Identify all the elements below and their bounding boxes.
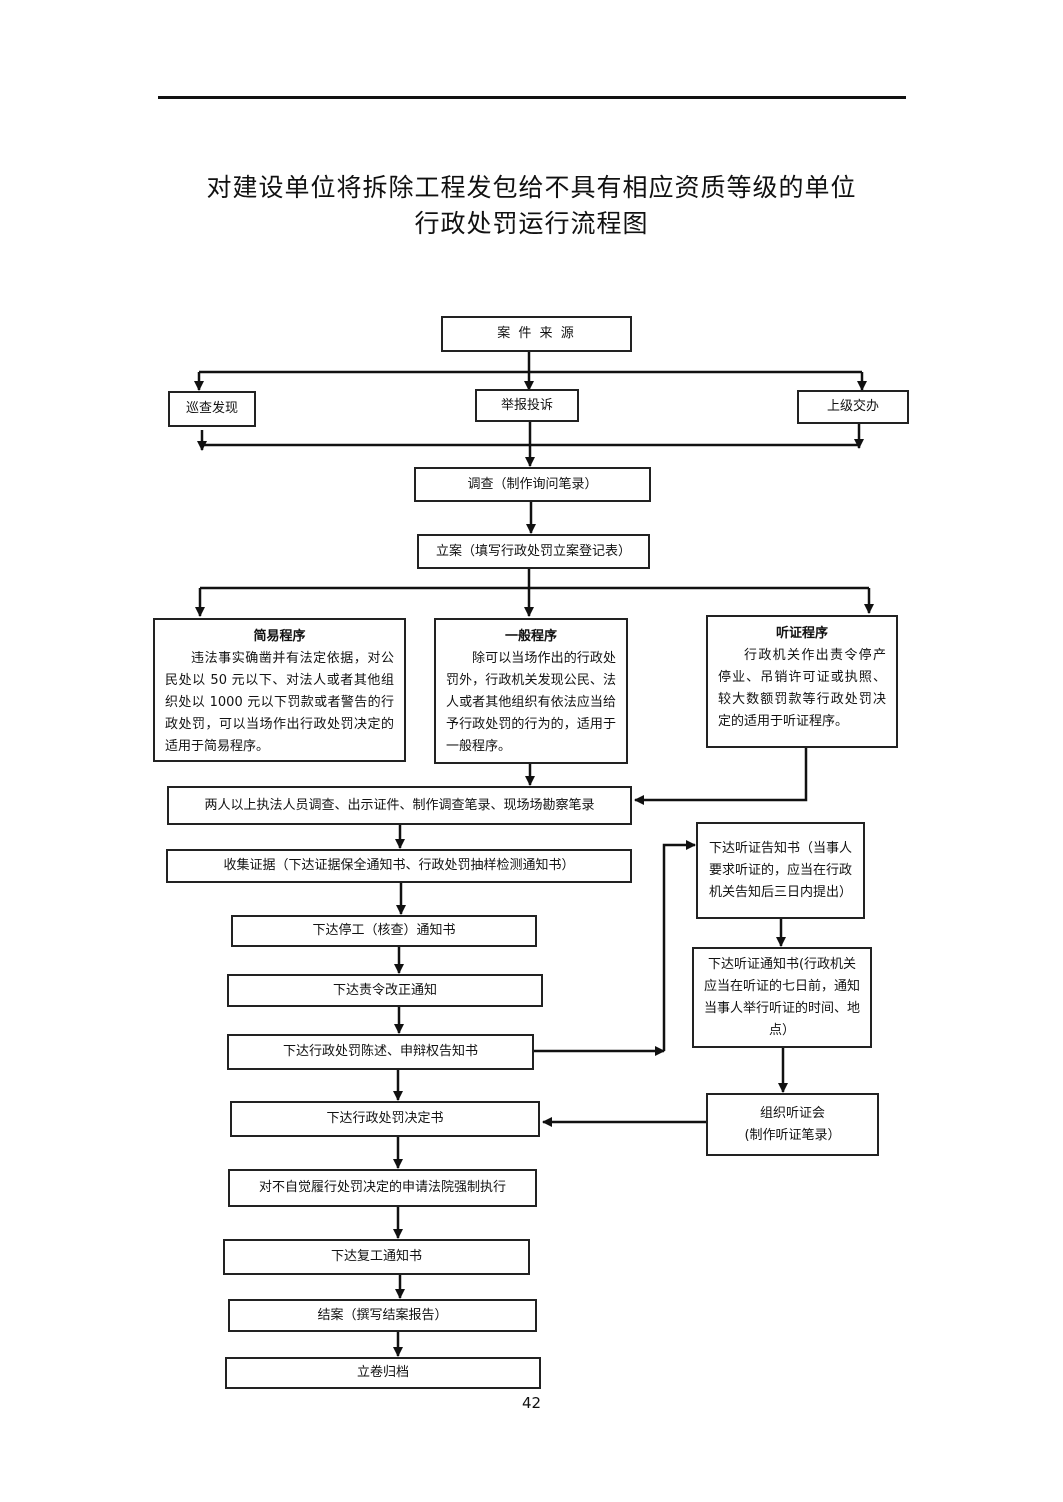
header-rule	[158, 96, 906, 99]
general-procedure-box: 一般程序 除可以当场作出的行政处罚外，行政机关发现公民、法人或者其他组织有依法应…	[434, 618, 628, 764]
arrow-to-hearing-notice-right	[662, 840, 696, 1051]
patrol-box: 巡查发现	[168, 391, 256, 427]
arrow-hearing-to-two-officers	[634, 748, 808, 805]
correct-order-box: 下达责令改正通知	[227, 974, 543, 1007]
hearing-procedure-text: 行政机关作出责令停产停业、吊销许可证或执照、较大数额罚款等行政处罚决定的适用于听…	[718, 648, 886, 729]
hearing-right-notice-box: 下达听证告知书（当事人要求听证的，应当在行政机关告知后三日内提出）	[696, 822, 865, 919]
title-line-1: 对建设单位将拆除工程发包给不具有相应资质等级的单位	[206, 173, 857, 202]
simple-procedure-text: 违法事实确凿并有法定依据，对公民处以 50 元以下、对法人或者其他组织处以 10…	[165, 651, 394, 754]
enforce-box: 对不自觉履行处罚决定的申请法院强制执行	[228, 1169, 537, 1207]
hearing-procedure-heading: 听证程序	[775, 626, 828, 641]
title-line-2: 行政处罚运行流程图	[414, 209, 649, 238]
simple-procedure-box: 简易程序 违法事实确凿并有法定依据，对公民处以 50 元以下、对法人或者其他组织…	[153, 618, 406, 762]
hearing-notice-box: 下达听证通知书(行政机关应当在听证的七日前，通知当事人举行听证的时间、地点）	[692, 947, 872, 1048]
stop-work-box: 下达停工（核查）通知书	[231, 915, 537, 947]
collect-evidence-box: 收集证据（下达证据保全通知书、行政处罚抽样检测通知书）	[166, 849, 632, 883]
investigate-box: 调查（制作询问笔录）	[414, 467, 651, 502]
resume-work-box: 下达复工通知书	[223, 1239, 530, 1275]
register-box: 立案（填写行政处罚立案登记表）	[417, 534, 650, 569]
archive-box: 立卷归档	[225, 1357, 541, 1389]
page-number: 42	[521, 1394, 542, 1412]
hearing-meeting-box: 组织听证会 (制作听证笔录）	[706, 1093, 879, 1156]
simple-procedure-heading: 简易程序	[253, 629, 306, 644]
statement-notice-box: 下达行政处罚陈述、申辩权告知书	[227, 1034, 534, 1070]
general-procedure-heading: 一般程序	[504, 629, 557, 644]
case-source-box: 案 件 来 源	[441, 316, 632, 352]
two-officers-box: 两人以上执法人员调查、出示证件、制作调查笔录、现场场勘察笔录	[167, 786, 632, 825]
report-box: 举报投诉	[475, 389, 579, 422]
close-case-box: 结案（撰写结案报告）	[228, 1299, 537, 1332]
decision-box: 下达行政处罚决定书	[230, 1101, 540, 1137]
superior-box: 上级交办	[797, 390, 909, 424]
hearing-procedure-box: 听证程序 行政机关作出责令停产停业、吊销许可证或执照、较大数额罚款等行政处罚决定…	[706, 615, 898, 748]
general-procedure-text: 除可以当场作出的行政处罚外，行政机关发现公民、法人或者其他组织有依法应当给予行政…	[446, 651, 616, 754]
